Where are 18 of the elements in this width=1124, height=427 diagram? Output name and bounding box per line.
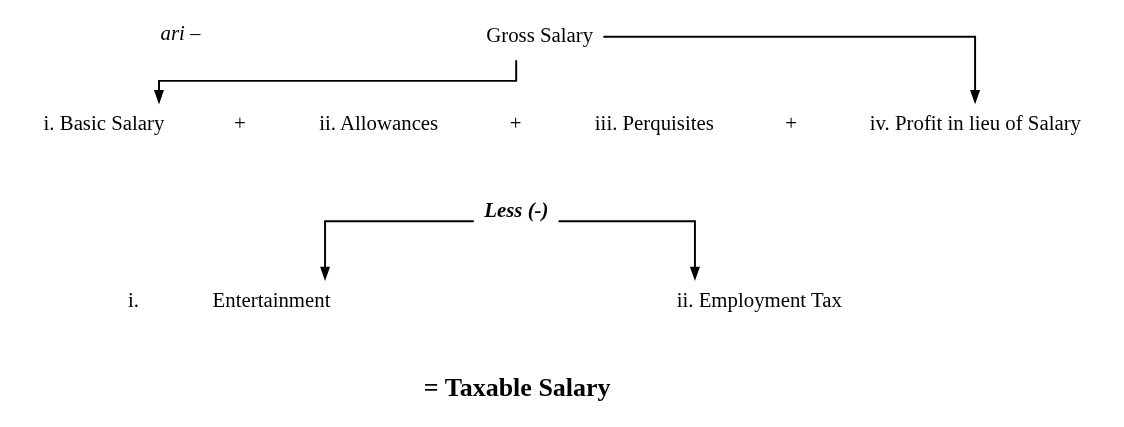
label: + (509, 111, 522, 135)
arrow (557, 220, 700, 282)
node-text: Less (-) (484, 198, 549, 222)
arrow (320, 220, 475, 282)
label: = Taxable Salary (423, 372, 611, 402)
arrow (153, 59, 518, 105)
node-text: iv. Profit in lieu of Salary (869, 111, 1082, 135)
arrow (602, 35, 981, 105)
label: ari – (160, 21, 201, 45)
node-label: i. (128, 287, 140, 311)
node-text: Gross Salary (486, 22, 594, 46)
label: + (234, 111, 246, 135)
node-text: ii. Allowances (319, 111, 439, 135)
node-text: Entertainment (212, 287, 331, 311)
node-text: iii. Perquisites (594, 111, 714, 135)
label: + (785, 111, 798, 135)
node-text: ii. Employment Tax (676, 287, 842, 311)
node-text: i. Basic Salary (43, 111, 165, 135)
